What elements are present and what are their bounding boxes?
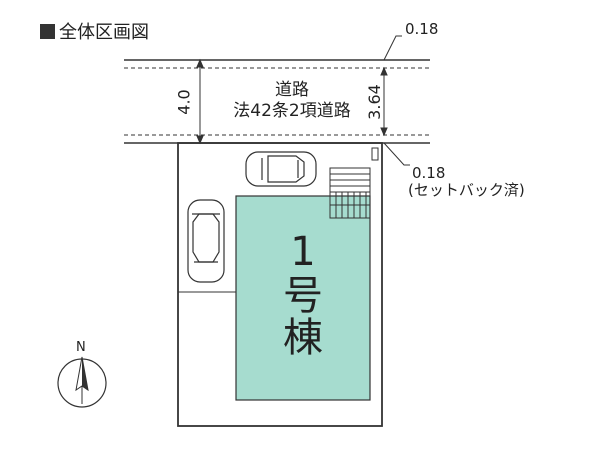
car-left-icon	[187, 199, 225, 283]
setback-bottom-value: 0.18	[412, 164, 446, 182]
building-footprint	[235, 195, 371, 401]
setback-leaders	[383, 35, 410, 166]
road-width-label: 4.0	[174, 89, 194, 115]
road-label: 道路 法42条2項道路	[202, 80, 382, 122]
setback-note: (セットバック済)	[408, 181, 525, 199]
road-width-dimension	[196, 58, 204, 145]
building-label-1: 号	[283, 273, 323, 319]
lot-boundary	[177, 142, 383, 427]
square-bullet-icon	[40, 23, 55, 39]
building-number: 1	[290, 229, 316, 275]
building-label-2: 棟	[283, 315, 323, 361]
road-side-dimension	[380, 66, 388, 137]
road-label-line1: 道路	[275, 80, 309, 100]
gate-post	[371, 147, 379, 161]
road-side-label: 3.64	[364, 84, 384, 120]
north-arrow-icon	[57, 356, 107, 408]
plan-title-text: 全体区画図	[59, 22, 149, 43]
entrance-stairs	[329, 167, 371, 219]
north-label: N	[76, 340, 86, 355]
car-top-icon	[245, 151, 317, 187]
road-label-line2: 法42条2項道路	[233, 101, 351, 121]
plan-title: 全体区画図	[40, 18, 149, 44]
setback-top-value: 0.18	[405, 20, 439, 38]
